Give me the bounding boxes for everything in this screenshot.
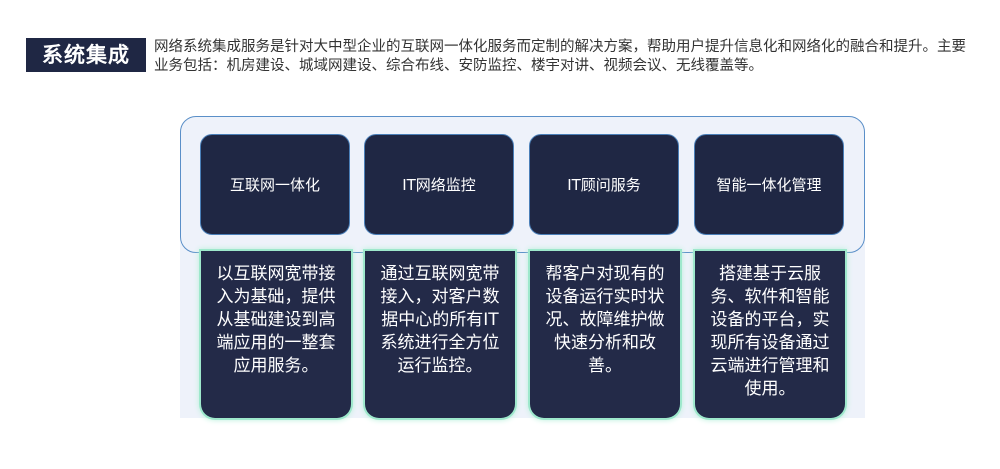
- service-title-it-consulting: IT顾问服务: [529, 134, 679, 235]
- service-title-internet-integration: 互联网一体化: [200, 134, 350, 235]
- service-description-internet-integration: 以互联网宽带接入为基础，提供从基础建设到高端应用的一整套应用服务。: [201, 251, 351, 418]
- service-description-it-consulting: 帮客户对现有的设备运行实时状况、故障维护做快速分析和改善。: [530, 251, 680, 418]
- service-title-it-monitoring: IT网络监控: [364, 134, 514, 235]
- intro-text: 网络系统集成服务是针对大中型企业的互联网一体化服务而定制的解决方案，帮助用户提升…: [154, 39, 966, 74]
- section-title: 系统集成: [26, 38, 146, 72]
- service-description-it-monitoring: 通过互联网宽带接入，对客户数据中心的所有IT系统进行全方位运行监控。: [365, 251, 515, 418]
- service-description-smart-management: 搭建基于云服务、软件和智能设备的平台，实现所有设备通过云端进行管理和使用。: [695, 251, 845, 418]
- service-title-smart-management: 智能一体化管理: [694, 134, 844, 235]
